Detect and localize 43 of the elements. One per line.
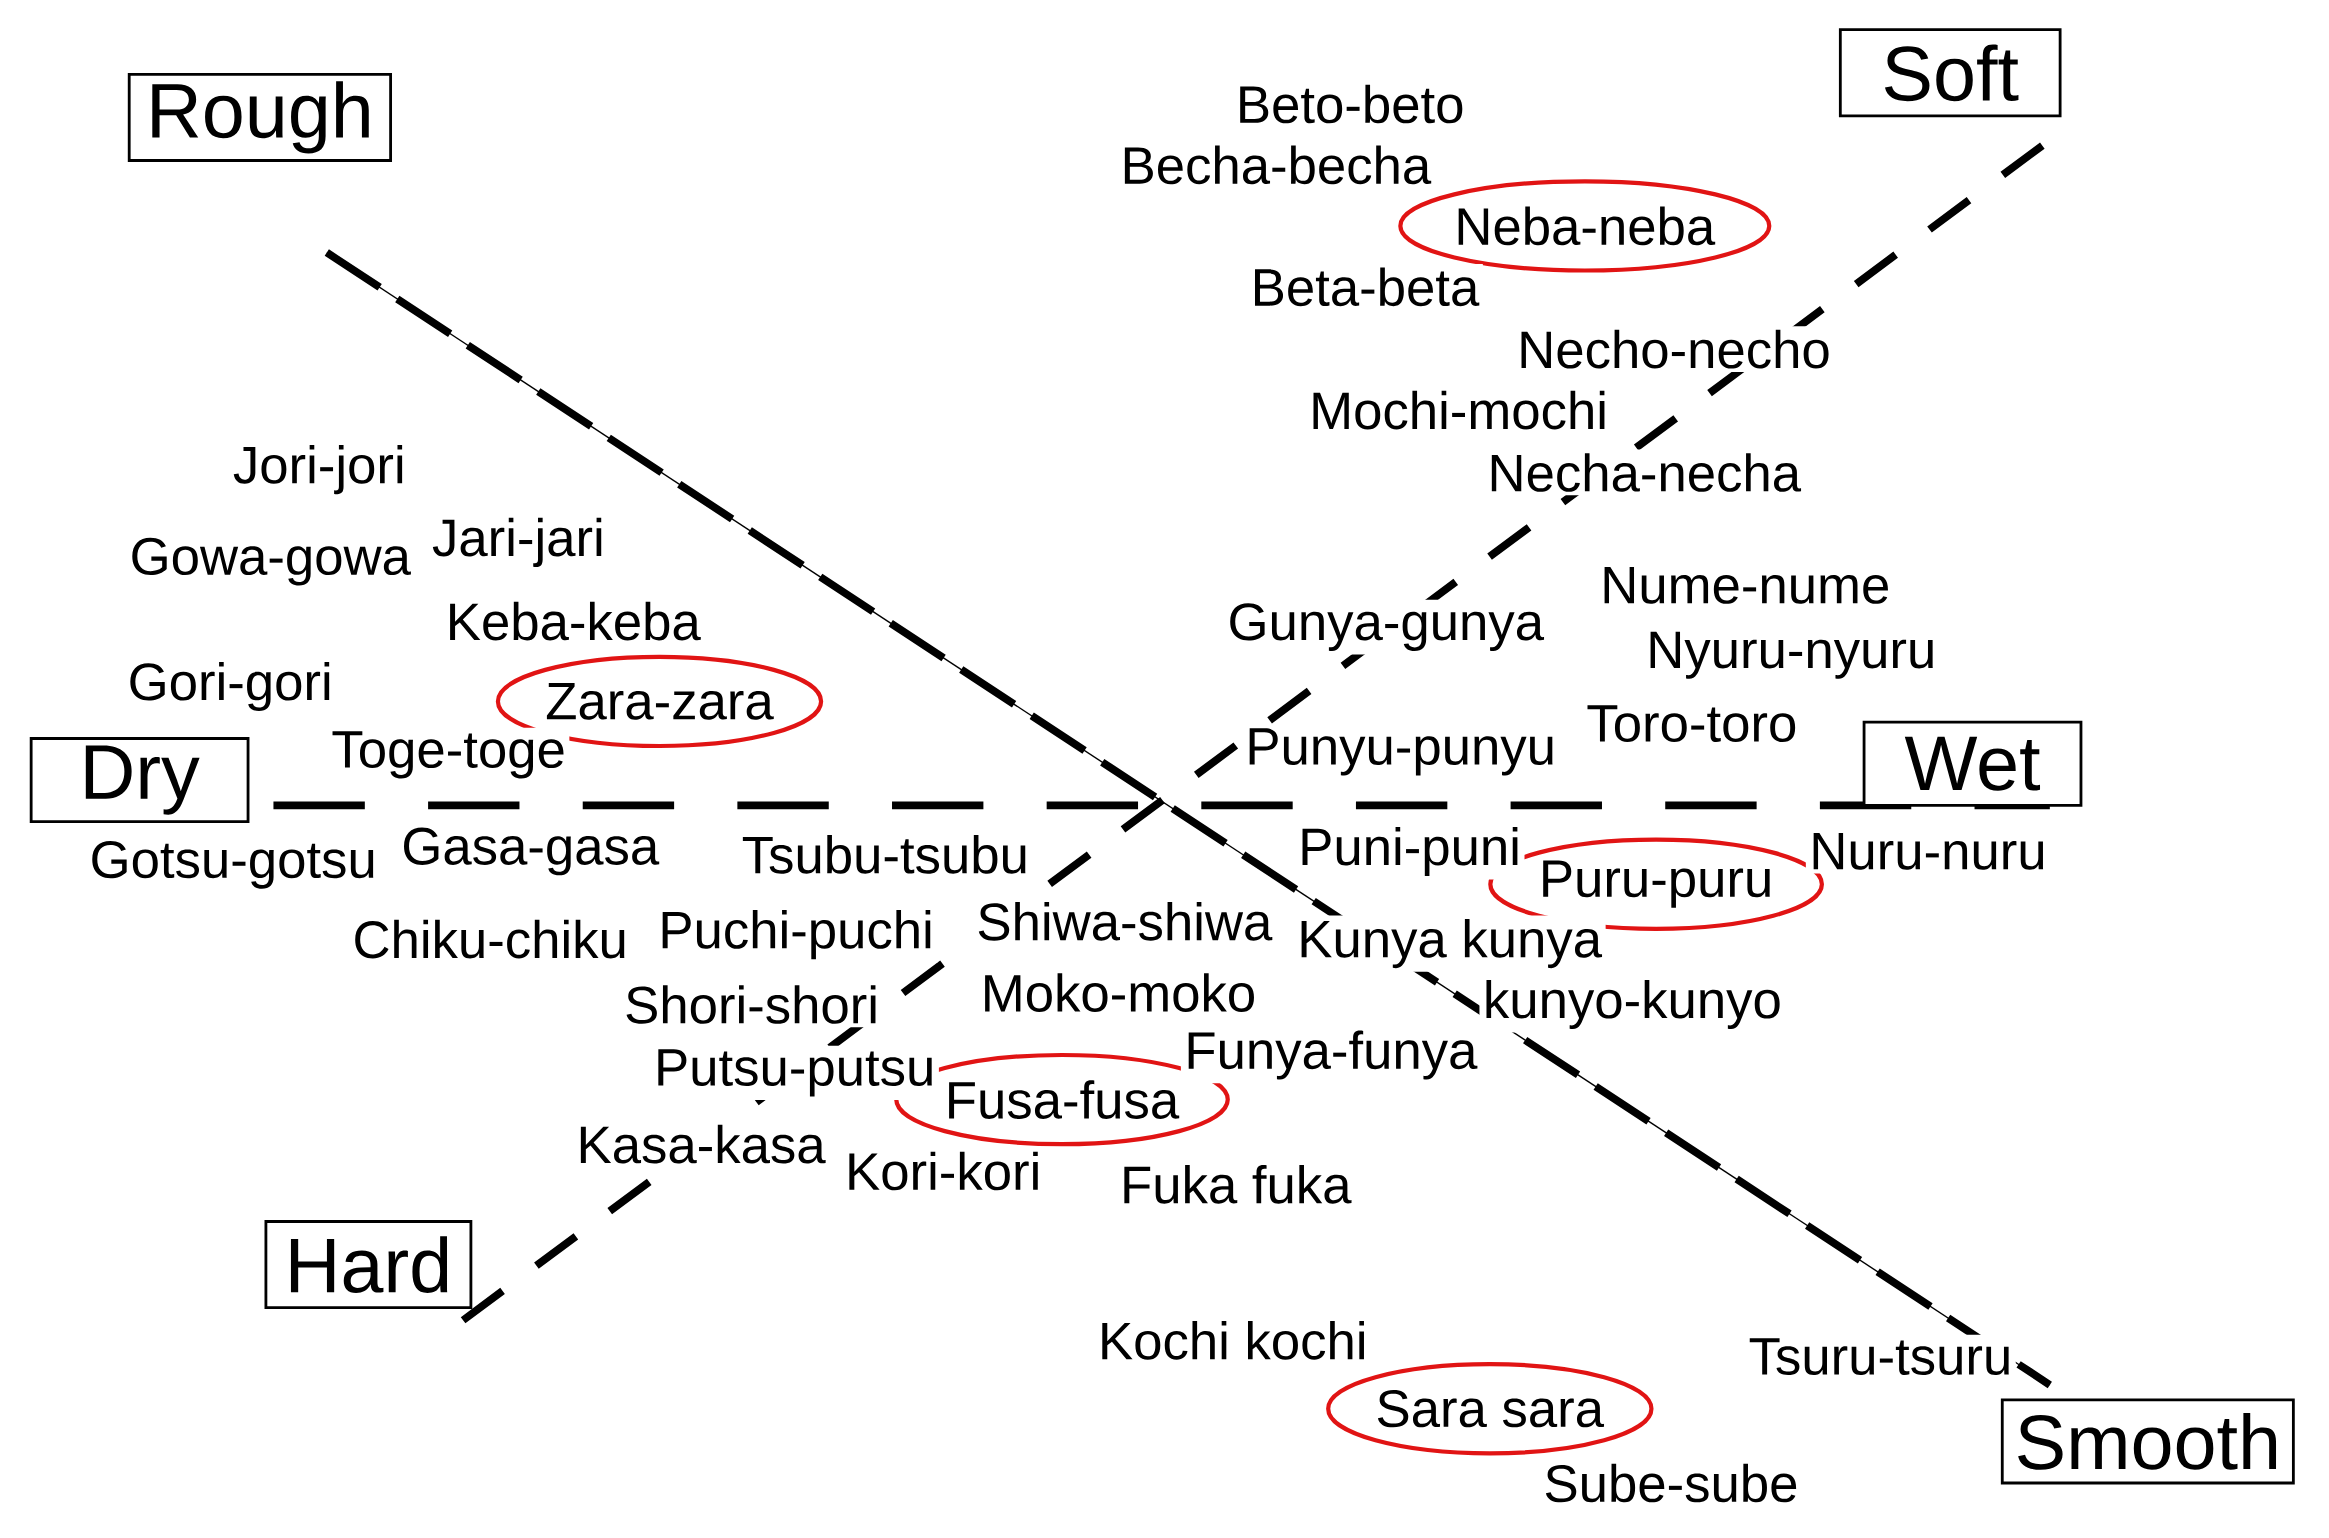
word-label: Gowa-gowa xyxy=(126,534,415,590)
axis-label-box: Smooth xyxy=(2000,1398,2295,1485)
word-label: Shori-shori xyxy=(620,981,883,1028)
word-label: Kasa-kasa xyxy=(573,1121,830,1168)
word-label: Toge-toge xyxy=(327,727,570,782)
word-label: Putsu-putsu xyxy=(650,1045,939,1100)
circled-word: Sara sara xyxy=(1326,1362,1654,1456)
word-label: Jari-jari xyxy=(428,514,609,571)
word-label: Jori-jori xyxy=(229,441,410,498)
word-label: Toro-toro xyxy=(1582,701,1801,746)
word-label: Kunya kunya xyxy=(1293,915,1606,972)
word-label: Kochi kochi xyxy=(1094,1317,1372,1364)
word-label: Keba-keba xyxy=(442,598,705,644)
word-label: Chiku-chiku xyxy=(349,916,632,962)
axis-label-box: Wet xyxy=(1862,720,2083,807)
word-label: Tsuru-tsuru xyxy=(1745,1334,2016,1379)
word-label: Nuru-nuru xyxy=(1805,829,2051,874)
word-label: Nume-nume xyxy=(1596,563,1894,608)
word-label: Shiwa-shiwa xyxy=(972,898,1276,945)
word-label: Necho-necho xyxy=(1513,326,1835,373)
word-label: Tsubu-tsubu xyxy=(738,831,1033,878)
axis-label-box: Soft xyxy=(1838,28,2062,118)
word-label: Gunya-gunya xyxy=(1224,599,1548,655)
word-label: Gori-gori xyxy=(124,658,337,715)
word-label: Moko-moko xyxy=(977,969,1260,1016)
word-label: Puni-puni xyxy=(1294,823,1525,880)
word-label: Gotsu-gotsu xyxy=(86,837,381,893)
word-label: Beta-beta xyxy=(1247,263,1483,310)
word-label: Sube-sube xyxy=(1540,1460,1803,1506)
word-label: Kori-kori xyxy=(841,1148,1045,1194)
word-label: Nyuru-nyuru xyxy=(1642,628,1940,683)
word-label: Punyu-punyu xyxy=(1241,724,1560,779)
word-label: Gasa-gasa xyxy=(397,824,663,879)
word-label: Puchi-puchi xyxy=(654,906,938,963)
axis-label-box: Hard xyxy=(264,1220,473,1310)
word-label: kunyo-kunyo xyxy=(1479,976,1786,1033)
axis-label-box: Dry xyxy=(29,737,250,824)
word-label: Mochi-mochi xyxy=(1305,387,1612,433)
axis-label-box: Rough xyxy=(127,72,392,162)
word-label: Necha-necha xyxy=(1484,449,1805,496)
word-label: Funya-funya xyxy=(1180,1027,1481,1084)
word-label: Fuka fuka xyxy=(1116,1161,1356,1208)
word-label: Beto-beto xyxy=(1232,81,1469,127)
